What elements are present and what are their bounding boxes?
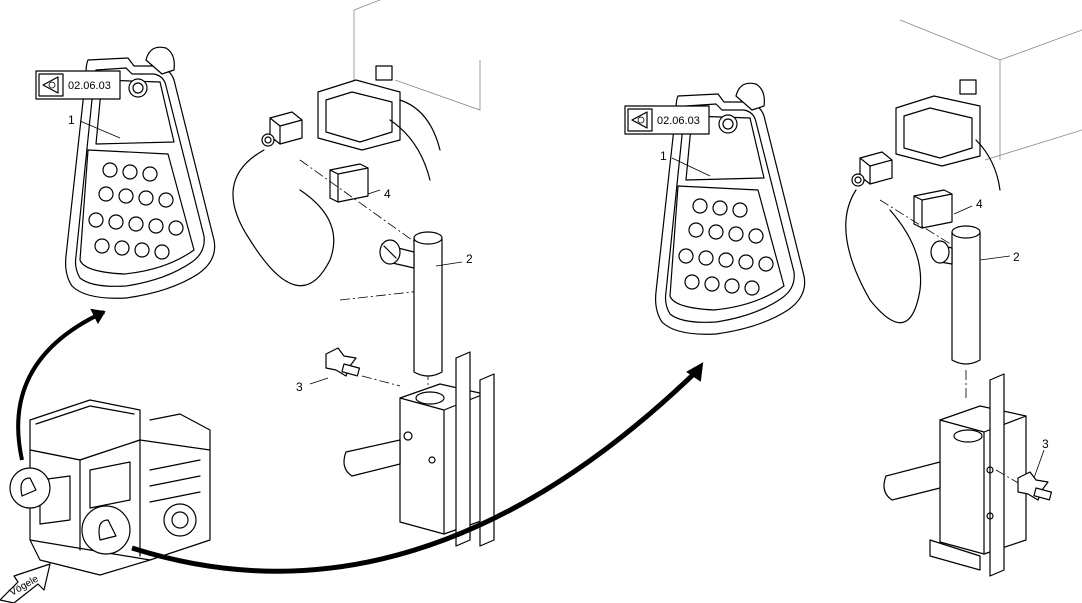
left-box-part-4 (329, 163, 369, 203)
right-label-part-1: 1 (660, 149, 667, 163)
arrow-to-left-assembly (16, 310, 105, 461)
left-assembly: 1 2 3 4 02.06.03 (35, 0, 495, 547)
left-label-part-1: 1 (68, 113, 75, 127)
right-bracket (883, 373, 1027, 577)
right-label-part-4: 4 (976, 197, 983, 211)
left-pole-part-2 (379, 231, 443, 377)
right-reference-code: 02.06.03 (657, 115, 700, 127)
direction-arrow-icon (0, 563, 51, 603)
left-label-part-2: 2 (466, 252, 473, 266)
left-label-part-4: 4 (384, 187, 391, 201)
left-bracket (343, 351, 495, 547)
paver-machine: Vögele (0, 399, 211, 603)
arrow-to-right-assembly (131, 366, 702, 574)
left-plug (261, 111, 303, 147)
right-cable (845, 189, 922, 324)
left-connector (317, 65, 441, 181)
right-assembly: 1 2 3 4 02.06.03 (624, 19, 1082, 577)
left-knob-part-3 (325, 347, 361, 377)
right-pole-part-2 (930, 225, 981, 365)
right-plug (851, 151, 893, 187)
left-reference-code: 02.06.03 (68, 80, 111, 92)
left-label-part-3: 3 (296, 380, 303, 394)
right-label-part-2: 2 (1013, 250, 1020, 264)
right-label-part-3: 3 (1042, 437, 1049, 451)
left-cable (232, 149, 335, 287)
right-connector (895, 79, 1001, 191)
right-box-part-4 (913, 189, 953, 229)
